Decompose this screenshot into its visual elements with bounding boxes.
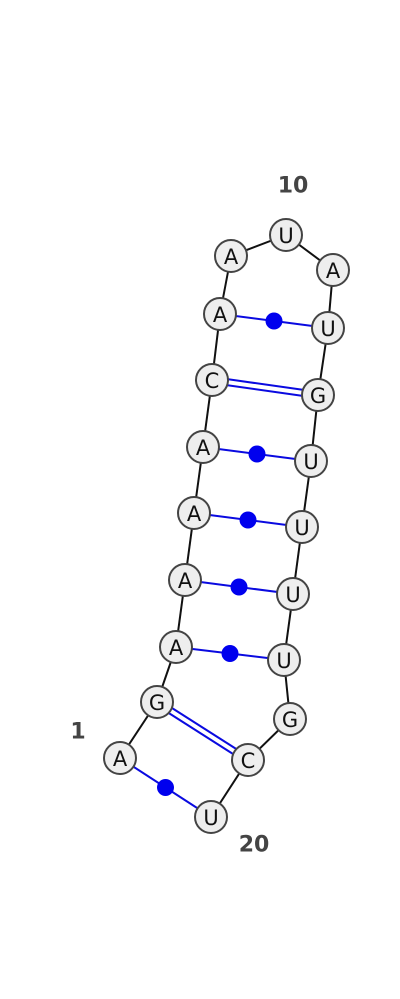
nucleotide-circle [195,363,229,397]
wobble-pair-dot [230,578,248,596]
nucleotide-letter: A [224,245,239,269]
nucleotide-circle [140,685,174,719]
nucleotide-circle [231,743,265,777]
nucleotide-12: U [311,311,345,345]
wobble-pair-dot [248,445,266,463]
nucleotide-circle [203,297,237,331]
nucleotide-circle [103,741,137,775]
nucleotide-circle [159,630,193,664]
nucleotide-letter: G [149,691,165,715]
nucleotide-17: U [267,643,301,677]
nucleotide-circle [194,800,228,834]
wobble-pair-dot [239,511,257,529]
wobble-pair-dot [265,312,283,330]
nucleotide-13: G [301,378,335,412]
nucleotide-circle [267,643,301,677]
nucleotide-letter: C [241,749,256,773]
nucleotide-circle [311,311,345,345]
nucleotide-letter: U [203,806,218,830]
base-pair-layer [119,312,329,818]
nucleotide-9: A [214,239,248,273]
nucleotide-7: C [195,363,229,397]
nucleotide-circle [276,577,310,611]
nucleotide-15: U [285,510,319,544]
canonical-pair-line [158,698,251,759]
nucleotide-letter: A [187,502,202,526]
nucleotide-letter: U [285,583,300,607]
nucleotide-circle [285,510,319,544]
nucleotide-letter: A [213,303,228,327]
nucleotide-layer: A G A A A A C A A U A U G U U U U G C U [103,218,350,834]
nucleotide-3: A [159,630,193,664]
nucleotide-5: A [177,496,211,530]
wobble-pair-dot [221,645,239,662]
nucleotide-19: C [231,743,265,777]
nucleotide-2: G [140,685,174,719]
nucleotide-circle [269,218,303,252]
nucleotide-letter: A [113,747,128,771]
nucleotide-14: U [294,444,328,478]
nucleotide-letter: U [303,450,318,474]
nucleotide-8: A [203,297,237,331]
nucleotide-circle [316,253,350,287]
nucleotide-1: A [103,741,137,775]
nucleotide-circle [294,444,328,478]
nucleotide-18: G [273,702,307,736]
nucleotide-letter: U [278,224,293,248]
nucleotide-20: U [194,800,228,834]
nucleotide-letter: G [282,708,298,732]
nucleotide-letter: U [294,516,309,540]
nucleotide-letter: U [276,649,291,673]
nucleotide-circle [273,702,307,736]
position-label-10: 10 [278,174,309,199]
canonical-pair-line [211,381,318,399]
wobble-pair-dot [157,779,174,796]
nucleotide-letter: U [320,317,335,341]
nucleotide-11: A [316,253,350,287]
nucleotide-4: A [168,563,202,597]
nucleotide-letter: G [310,384,326,408]
nucleotide-6: A [186,430,220,464]
nucleotide-10: U [269,218,303,252]
nucleotide-letter: A [196,436,211,460]
nucleotide-circle [177,496,211,530]
canonical-pair-line [212,376,319,394]
canonical-pair-line [154,703,247,764]
nucleotide-letter: C [205,369,220,393]
position-label-1: 1 [70,720,85,745]
nucleotide-circle [214,239,248,273]
nucleotide-circle [168,563,202,597]
position-label-layer: 1 10 20 [70,174,308,858]
nucleotide-circle [186,430,220,464]
nucleotide-letter: A [178,569,193,593]
position-label-20: 20 [239,833,270,858]
nucleotide-letter: A [326,259,341,283]
nucleotide-circle [301,378,335,412]
nucleotide-16: U [276,577,310,611]
nucleotide-letter: A [169,636,184,660]
